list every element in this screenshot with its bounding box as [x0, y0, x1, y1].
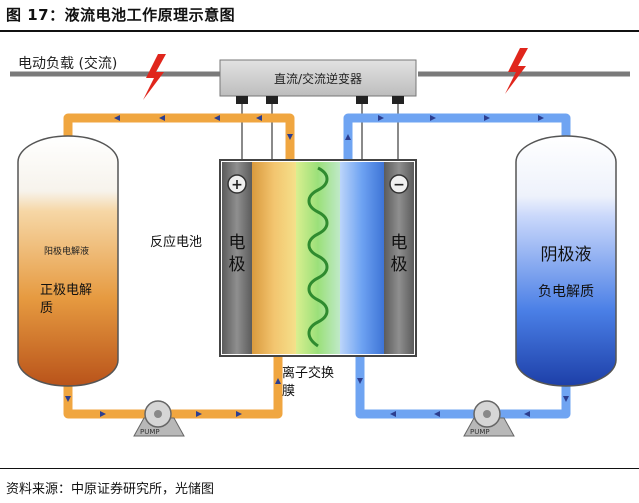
left-electrolyte-tank — [17, 135, 119, 387]
left-electrode-label-1: 电 — [229, 233, 246, 253]
left-pipe-arrows — [65, 115, 293, 417]
inverter-label: 直流/交流逆变器 — [274, 71, 362, 86]
right-electrode-label-2: 极 — [391, 255, 408, 275]
pump-left-label: PUMP — [140, 428, 160, 436]
inverter-terminal — [266, 96, 278, 104]
right-electrode — [384, 162, 414, 354]
positive-half-cell — [252, 162, 296, 354]
membrane-label-2: 膜 — [282, 384, 295, 399]
left-electrode — [222, 162, 252, 354]
positive-terminal-icon — [227, 174, 247, 194]
lightning-icon-right — [505, 48, 528, 94]
pump-left: PUMP — [133, 400, 185, 437]
reaction-cell-label: 反应电池 — [150, 234, 202, 250]
inverter-terminal — [356, 96, 368, 104]
pump-right-label: PUMP — [470, 428, 490, 436]
left-tank-main-label-1: 正极电解 — [40, 283, 92, 298]
pump-right: PUMP — [463, 400, 515, 437]
right-tank-top-label: 阴极液 — [541, 245, 592, 265]
right-tank-bottom-label: 负电解质 — [538, 284, 594, 300]
negative-half-cell — [340, 162, 384, 354]
membrane-label-1: 离子交换 — [282, 365, 334, 381]
inverter-box — [219, 59, 417, 97]
membrane-wave — [307, 166, 329, 348]
right-electrolyte-tank — [515, 135, 617, 387]
reaction-cell — [219, 159, 417, 357]
lightning-icon-left — [143, 54, 166, 100]
inverter-terminal — [392, 96, 404, 104]
figure-title: 图 17：液流电池工作原理示意图 — [6, 6, 236, 24]
negative-sign: − — [393, 177, 405, 193]
title-rule — [0, 30, 639, 32]
grid-label: 电动负载 (交流) — [18, 55, 117, 72]
left-tank-main-label-2: 质 — [40, 301, 53, 316]
left-electrode-label-2: 极 — [229, 255, 246, 275]
right-electrode-label-1: 电 — [391, 233, 408, 253]
positive-sign: + — [231, 177, 243, 193]
left-tank-small-label: 阳极电解液 — [44, 245, 89, 257]
source-rule — [0, 468, 639, 469]
figure-source: 资料来源：中原证券研究所，光储图 — [6, 482, 215, 497]
negative-terminal-icon — [389, 174, 409, 194]
inverter-terminal — [236, 96, 248, 104]
flow-battery-diagram: 电动负载 (交流) 直流/交流逆变器 — [10, 48, 630, 437]
